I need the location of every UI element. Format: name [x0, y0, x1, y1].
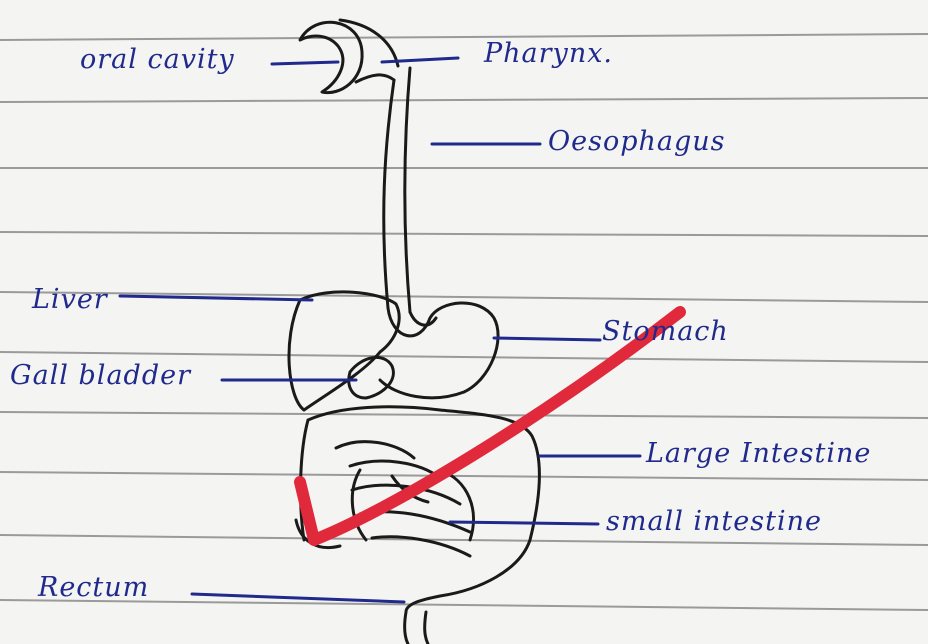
label-oesophagus: Oesophagus	[548, 126, 726, 157]
oral-cavity-shape	[300, 22, 362, 92]
label-liver: Liver	[32, 284, 108, 315]
leader-pharynx	[382, 58, 458, 62]
leader-stomach	[494, 338, 600, 340]
leader-small-intestine	[450, 522, 598, 524]
label-rectum: Rectum	[38, 572, 149, 603]
oesophagus-shape	[384, 68, 410, 312]
label-pharynx: Pharynx.	[484, 38, 613, 69]
label-small-intestine: small intestine	[606, 506, 822, 537]
label-large-intestine: Large Intestine	[646, 438, 871, 469]
leader-rectum	[192, 594, 404, 602]
label-oral-cavity: oral cavity	[80, 44, 235, 75]
leader-oral-cavity	[272, 62, 338, 64]
leader-liver	[120, 296, 312, 300]
label-gall-bladder: Gall bladder	[10, 360, 191, 391]
label-stomach: Stomach	[602, 316, 729, 347]
